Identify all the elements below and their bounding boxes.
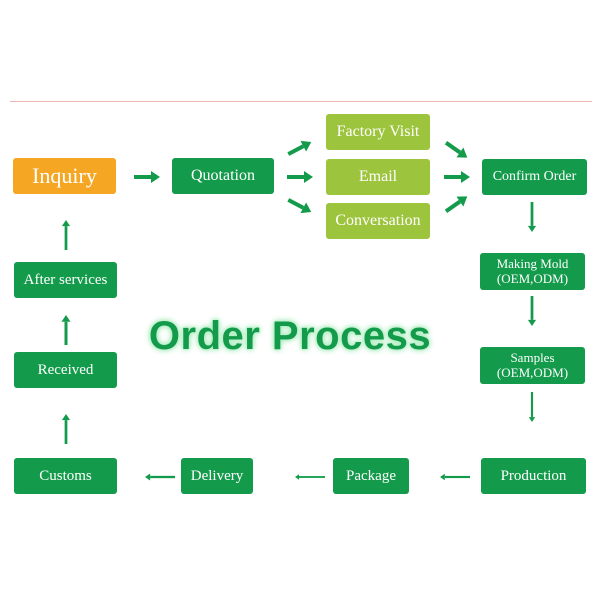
step-after-services: After services — [14, 262, 117, 298]
step-label: Production — [500, 467, 567, 484]
arrow-icon — [526, 392, 538, 448]
step-production: Production — [481, 458, 586, 494]
step-received: Received — [14, 352, 117, 388]
arrow-icon — [60, 206, 72, 250]
step-confirm-order: Confirm Order — [482, 159, 587, 195]
arrow-icon — [132, 171, 160, 183]
step-label: Factory Visit — [336, 123, 420, 141]
arrow-icon — [259, 471, 325, 483]
step-making-mold: Making Mold (OEM,ODM) — [480, 253, 585, 290]
arrow-icon — [284, 138, 313, 161]
arrow-icon — [441, 137, 469, 162]
step-delivery: Delivery — [181, 458, 253, 494]
step-factory-visit: Factory Visit — [326, 114, 430, 150]
arrow-icon — [414, 471, 470, 483]
step-label: Confirm Order — [492, 169, 577, 185]
arrow-icon — [123, 471, 175, 483]
step-inquiry: Inquiry — [13, 158, 116, 194]
arrow-icon — [441, 193, 469, 218]
step-quotation: Quotation — [172, 158, 274, 194]
step-package: Package — [333, 458, 409, 494]
step-label: Samples — [510, 350, 555, 366]
step-label: Customs — [39, 467, 92, 484]
step-label: Package — [346, 467, 396, 484]
step-label: Quotation — [191, 167, 255, 185]
step-email: Email — [326, 159, 430, 195]
arrow-icon — [60, 305, 72, 345]
step-customs: Customs — [14, 458, 117, 494]
step-label: Conversation — [335, 212, 421, 230]
step-samples: Samples (OEM,ODM) — [480, 347, 585, 384]
step-label: Email — [358, 168, 398, 186]
arrow-icon — [526, 296, 538, 340]
step-label: After services — [23, 271, 108, 288]
step-label: Inquiry — [32, 162, 97, 188]
diagram-title: Order Process — [148, 314, 432, 358]
step-label: Received — [37, 361, 94, 378]
arrow-icon — [442, 171, 470, 183]
step-label: Delivery — [190, 467, 244, 484]
arrow-icon — [60, 400, 72, 444]
arrow-icon — [285, 171, 313, 183]
divider-line — [10, 101, 592, 102]
arrow-icon — [284, 194, 313, 217]
step-conversation: Conversation — [326, 203, 430, 239]
arrow-icon — [526, 202, 538, 246]
step-sublabel: (OEM,ODM) — [496, 364, 569, 380]
step-label: Making Mold — [496, 256, 569, 272]
step-sublabel: (OEM,ODM) — [496, 270, 569, 286]
